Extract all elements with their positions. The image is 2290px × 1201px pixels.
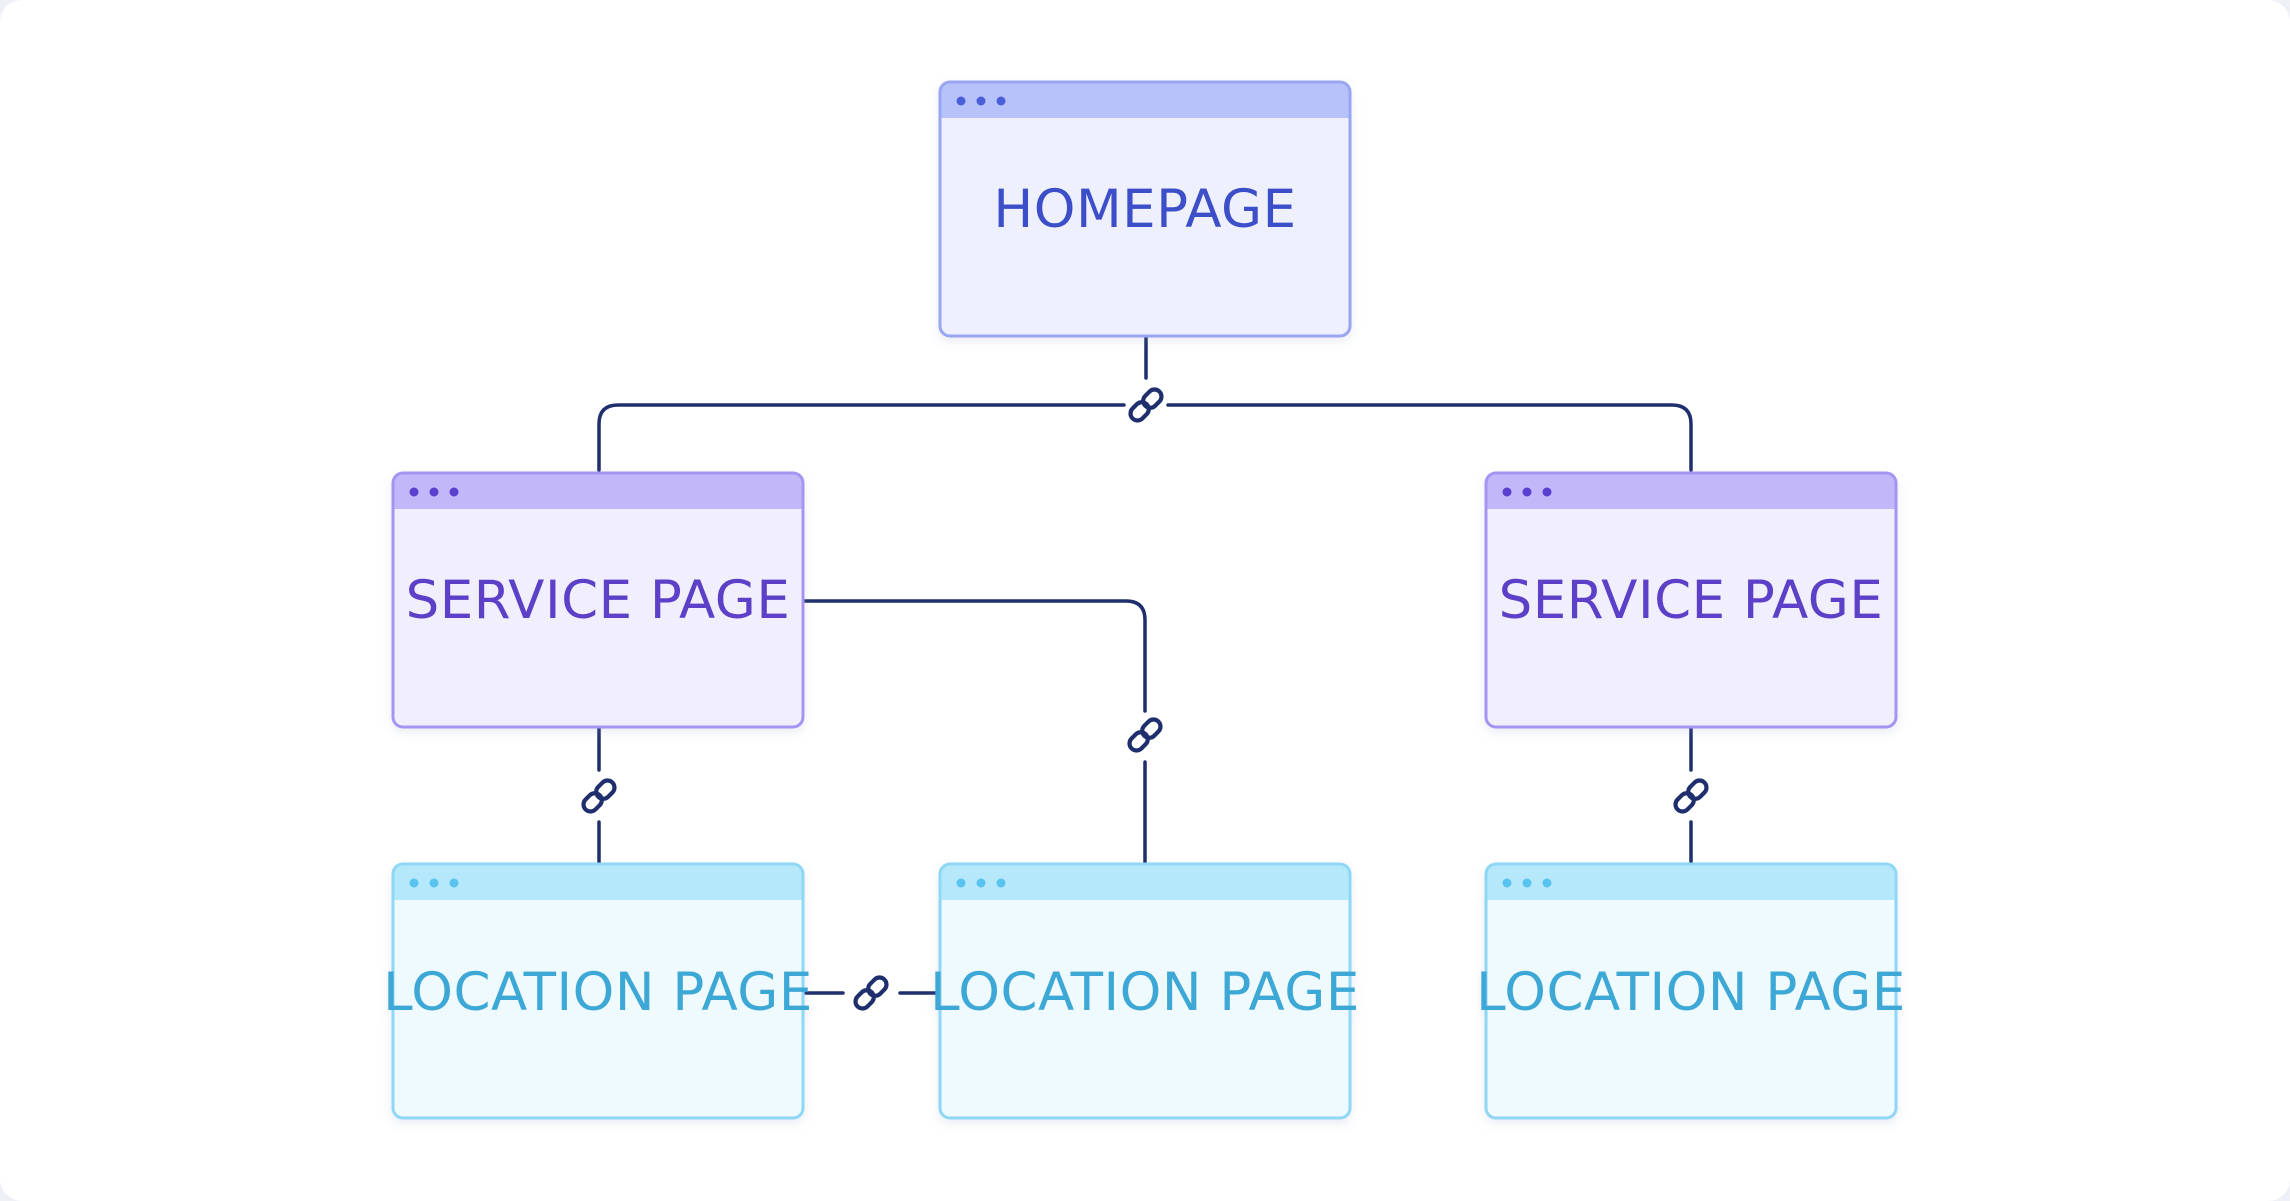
- node-label: SERVICE PAGE: [406, 570, 791, 631]
- node-location-page-3: LOCATION PAGE: [1476, 862, 1906, 1120]
- node-label: LOCATION PAGE: [383, 962, 813, 1023]
- connector-homepage-to-service-left: [597, 403, 1126, 472]
- node-label: LOCATION PAGE: [930, 962, 1360, 1023]
- window-dots-icon: [956, 878, 1006, 888]
- window-dots-icon: [409, 487, 459, 497]
- window-dots-icon: [409, 878, 459, 888]
- node-homepage: HOMEPAGE: [938, 80, 1352, 338]
- node-location-page-2: LOCATION PAGE: [930, 862, 1360, 1120]
- node-location-page-1: LOCATION PAGE: [383, 862, 813, 1120]
- connector-homepage-to-service-right: [1166, 403, 1693, 472]
- node-label: LOCATION PAGE: [1476, 962, 1906, 1023]
- connector-service-left-to-location-2-a: [801, 599, 1147, 713]
- node-service-page-left: SERVICE PAGE: [391, 471, 805, 729]
- window-dots-icon: [1502, 487, 1552, 497]
- connectors: [597, 334, 1693, 995]
- node-label: HOMEPAGE: [993, 179, 1296, 240]
- link-icon: [1128, 387, 1165, 424]
- window-dots-icon: [1502, 878, 1552, 888]
- link-icon: [1673, 778, 1710, 815]
- link-icon: [1127, 717, 1164, 754]
- node-label: SERVICE PAGE: [1499, 570, 1884, 631]
- link-icon: [853, 975, 890, 1012]
- link-icon: [581, 778, 618, 815]
- window-dots-icon: [956, 96, 1006, 106]
- node-service-page-right: SERVICE PAGE: [1484, 471, 1898, 729]
